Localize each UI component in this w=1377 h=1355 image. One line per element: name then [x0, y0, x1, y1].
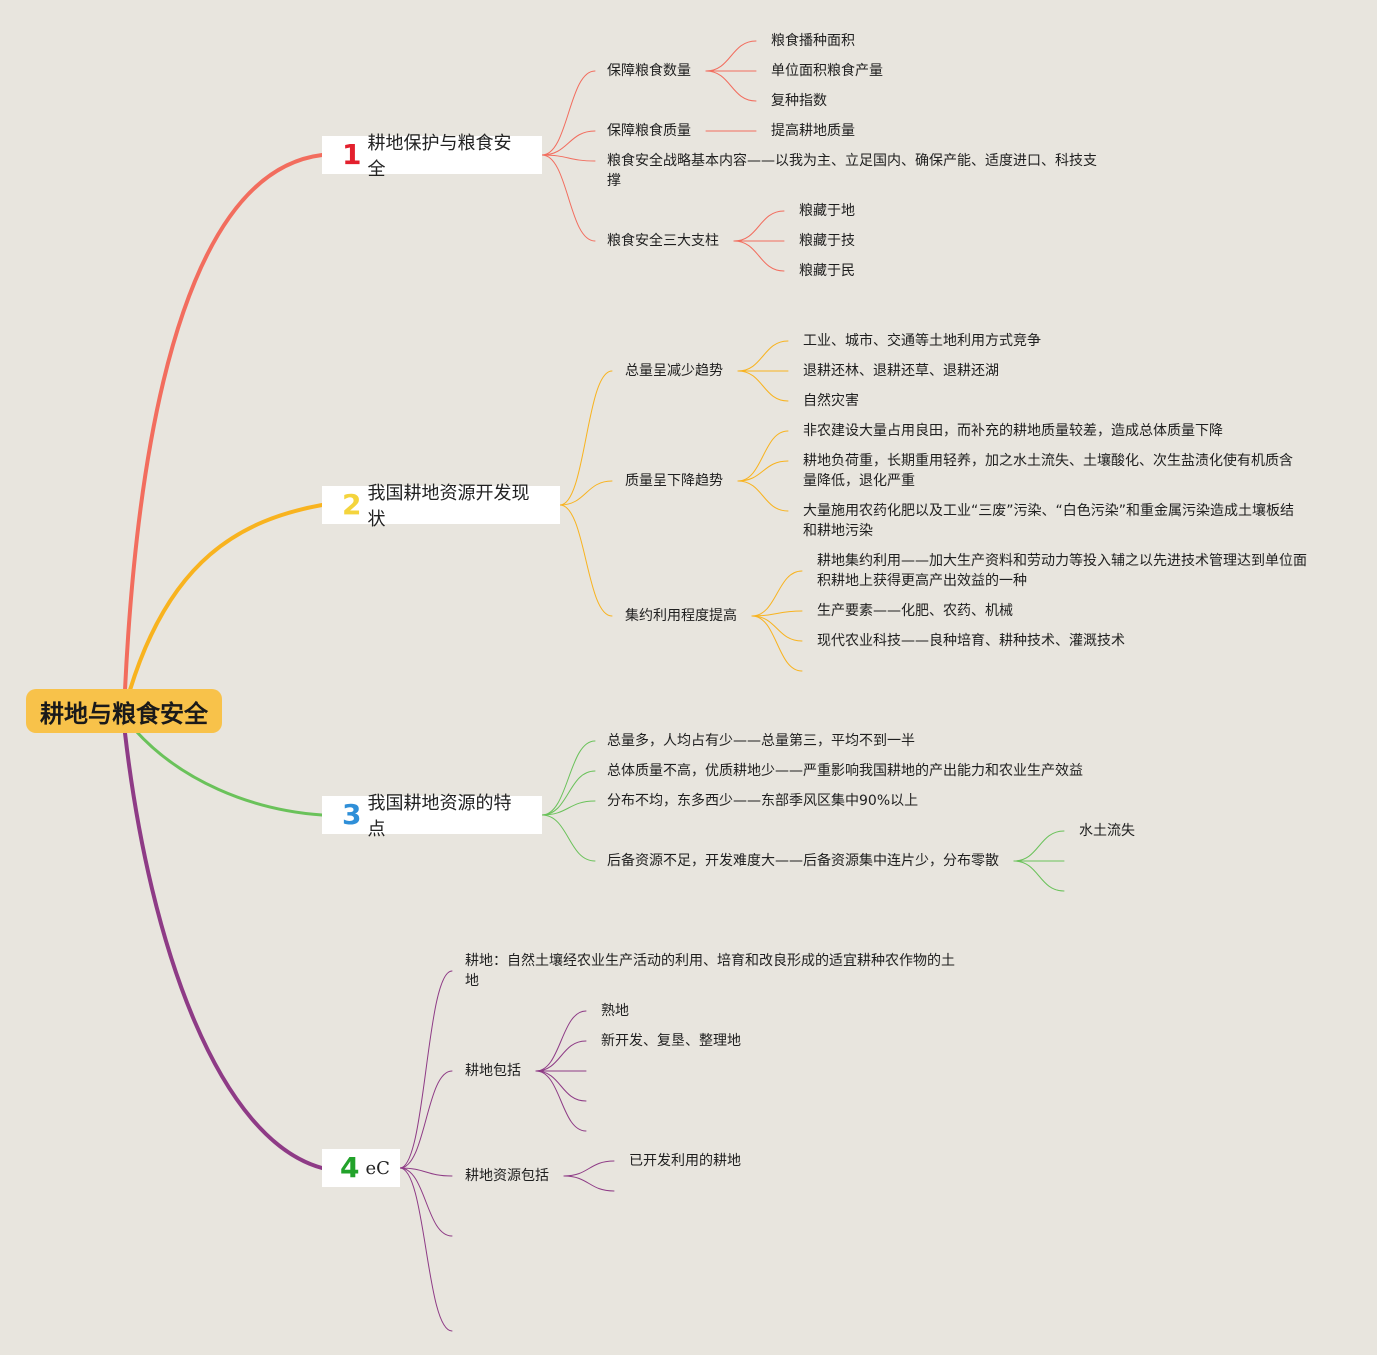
connector-3-4-3	[1013, 860, 1065, 892]
connector-1-1	[541, 70, 596, 156]
connector-1-4	[541, 154, 596, 242]
topic-3-1[interactable]: 总量多，人均占有少——总量第三，平均不到一半	[607, 733, 915, 749]
connector-2-3-2	[751, 610, 803, 617]
connector-2-2-1	[737, 430, 789, 482]
connector-3-2	[541, 770, 596, 816]
root-connector-3	[133, 728, 324, 817]
branch-label-3: 我国耕地资源的特点	[367, 793, 512, 840]
connector-4-2-2	[535, 1040, 587, 1072]
connector-2-1-1	[737, 340, 789, 372]
connector-4-2-1	[535, 1010, 587, 1072]
root-connector-2	[128, 503, 324, 692]
topic-2-2-2[interactable]: 耕地负荷重，长期重用轻养，加之水土流失、土壤酸化、次生盐渍化使有机质含量降低，退…	[803, 453, 1293, 489]
topic-2-2[interactable]: 质量呈下降趋势	[625, 473, 723, 489]
branch-topic-3[interactable]: 3 我国耕地资源的特点	[322, 793, 542, 840]
branch-number-1: 1	[342, 138, 362, 171]
topic-3-4[interactable]: 后备资源不足，开发难度大——后备资源集中连片少，分布零散	[607, 853, 999, 869]
connector-2-3-4	[751, 615, 803, 672]
connector-4-3-2	[563, 1175, 615, 1192]
connector-1-1-3	[705, 70, 757, 102]
topic-2-3-2[interactable]: 生产要素——化肥、农药、机械	[817, 603, 1013, 619]
branch-topic-1[interactable]: 1 耕地保护与粮食安全	[322, 133, 542, 180]
branch-number-3: 3	[342, 798, 362, 831]
branch-number-4: 4	[340, 1151, 360, 1184]
connector-2-1-3	[737, 370, 789, 402]
branch-number-2: 2	[342, 488, 362, 521]
connector-3-1	[541, 740, 596, 816]
branch-topic-2[interactable]: 2 我国耕地资源开发现状	[322, 483, 560, 530]
topic-2-1-1[interactable]: 工业、城市、交通等土地利用方式竞争	[803, 333, 1041, 349]
topic-1-1-2[interactable]: 单位面积粮食产量	[771, 63, 883, 79]
topic-1-4-1[interactable]: 粮藏于地	[799, 203, 855, 219]
root-topic-label: 耕地与粮食安全	[40, 699, 208, 728]
topic-1-4-3[interactable]: 粮藏于民	[799, 263, 855, 279]
connector-4-2-4	[535, 1070, 587, 1102]
connector-3-4-1	[1013, 830, 1065, 862]
connector-2-2	[559, 480, 613, 506]
connector-3-3	[541, 800, 596, 816]
topic-2-1[interactable]: 总量呈减少趋势	[625, 363, 723, 379]
topic-4-2[interactable]: 耕地包括	[465, 1063, 521, 1079]
topic-1-1[interactable]: 保障粮食数量	[607, 63, 691, 79]
connector-4-3	[399, 1167, 453, 1177]
topic-2-1-2[interactable]: 退耕还林、退耕还草、退耕还湖	[803, 363, 999, 379]
connector-2-3-3	[751, 615, 803, 642]
connector-4-1	[399, 970, 453, 1169]
connector-4-2-5	[535, 1070, 587, 1132]
connector-1-3	[541, 154, 596, 162]
topic-4-2-2[interactable]: 新开发、复垦、整理地	[601, 1033, 741, 1049]
root-topic[interactable]: 耕地与粮食安全	[26, 689, 222, 733]
topic-4-1[interactable]: 耕地：自然土壤经农业生产活动的利用、培育和改良形成的适宜耕种农作物的土地	[465, 953, 955, 989]
connector-1-1-1	[705, 40, 757, 72]
connector-1-2	[541, 130, 596, 156]
connector-2-3	[559, 504, 613, 617]
root-connector-4	[123, 731, 324, 1170]
topic-1-1-1[interactable]: 粮食播种面积	[771, 33, 855, 49]
topic-4-3[interactable]: 耕地资源包括	[465, 1168, 549, 1184]
topic-1-2[interactable]: 保障粮食质量	[607, 123, 691, 139]
connector-2-2-3	[737, 480, 789, 512]
topic-4-3-1[interactable]: 已开发利用的耕地	[629, 1153, 741, 1169]
topic-1-4-2[interactable]: 粮藏于技	[799, 233, 855, 249]
topic-1-1-3[interactable]: 复种指数	[771, 93, 827, 109]
connector-4-5	[399, 1167, 453, 1332]
topic-1-4[interactable]: 粮食安全三大支柱	[607, 233, 719, 249]
topic-2-3-3[interactable]: 现代农业科技——良种培育、耕种技术、灌溉技术	[817, 633, 1125, 649]
topic-1-3[interactable]: 粮食安全战略基本内容——以我为主、立足国内、确保产能、适度进口、科技支撑	[607, 153, 1097, 189]
branch-label-1: 耕地保护与粮食安全	[367, 133, 512, 180]
connector-1-4-3	[733, 240, 785, 272]
connector-2-1	[559, 370, 613, 506]
topic-2-2-3[interactable]: 大量施用农药化肥以及工业“三废”污染、“白色污染”和重金属污染造成土壤板结和耕地…	[803, 503, 1295, 539]
topic-2-2-1[interactable]: 非农建设大量占用良田，而补充的耕地质量较差，造成总体质量下降	[803, 423, 1223, 439]
connector-2-2-2	[737, 460, 789, 482]
topic-2-3[interactable]: 集约利用程度提高	[625, 608, 737, 624]
topic-1-2-1[interactable]: 提高耕地质量	[771, 123, 855, 139]
connector-4-3-1	[563, 1160, 615, 1177]
connector-3-4	[541, 814, 596, 862]
topic-4-2-1[interactable]: 熟地	[601, 1003, 629, 1019]
connector-4-4	[399, 1167, 453, 1237]
topic-3-2[interactable]: 总体质量不高，优质耕地少——严重影响我国耕地的产出能力和农业生产效益	[607, 763, 1083, 779]
topic-2-1-3[interactable]: 自然灾害	[803, 393, 859, 409]
connector-4-2	[399, 1070, 453, 1169]
branch-label-4: eC	[365, 1157, 390, 1179]
topic-2-3-1[interactable]: 耕地集约利用——加大生产资料和劳动力等投入辅之以先进技术管理达到单位面积耕地上获…	[817, 553, 1307, 589]
connector-1-4-1	[733, 210, 785, 242]
branch-label-2: 我国耕地资源开发现状	[367, 483, 530, 530]
topic-3-4-1[interactable]: 水土流失	[1079, 823, 1135, 839]
branch-topic-4[interactable]: 4 eC	[322, 1149, 400, 1187]
connector-2-3-1	[751, 570, 803, 617]
root-connector-1	[123, 153, 324, 692]
topic-3-3[interactable]: 分布不均，东多西少——东部季风区集中90%以上	[607, 793, 919, 809]
